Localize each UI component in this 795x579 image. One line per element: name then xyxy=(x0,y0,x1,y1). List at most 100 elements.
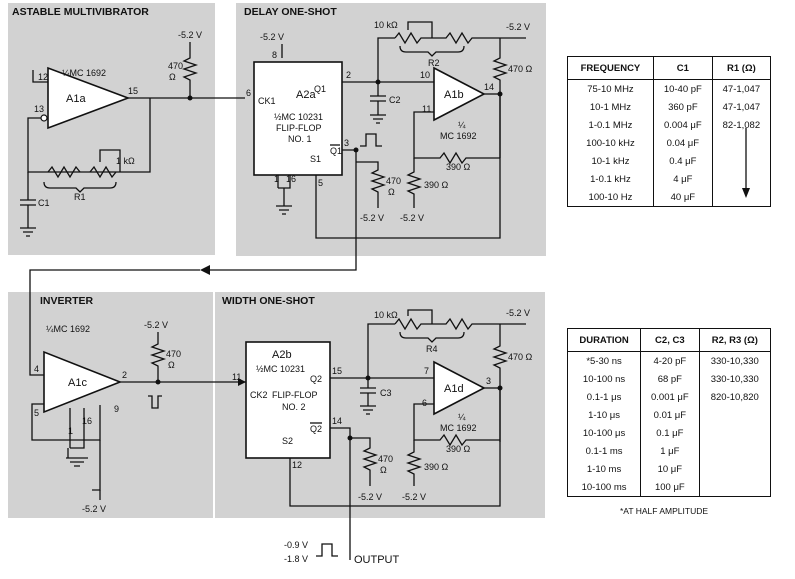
table-cell xyxy=(699,460,770,478)
width-r4 xyxy=(394,317,500,331)
delay-qbar-node xyxy=(353,147,359,153)
output-v-high: -0.9 V xyxy=(284,540,308,550)
width-pin11: 11 xyxy=(232,372,241,382)
delay-c2 xyxy=(370,82,386,115)
delay-pin14: 14 xyxy=(484,82,494,92)
inverter-supply: -5.2 V xyxy=(144,320,168,330)
width-r4-wiper xyxy=(407,309,433,324)
inverter-bg xyxy=(8,292,213,518)
dur-header-r: R2, R3 (Ω) xyxy=(699,328,771,352)
table-cell: 100-10 Hz xyxy=(567,188,654,207)
width-s: S2 xyxy=(282,436,293,446)
inverter-chip: ¼MC 1692 xyxy=(46,324,90,334)
table-cell: 0.1-1 μs xyxy=(567,388,642,406)
width-supply-b2: -5.2 V xyxy=(402,492,426,502)
inverter-pin5: 5 xyxy=(34,408,39,418)
table-cell: 0.004 μF xyxy=(653,116,713,134)
width-r390: 390 Ω xyxy=(446,444,471,454)
table-cell: 10 μF xyxy=(640,460,700,478)
table-cell: 0.1-1 ms xyxy=(567,442,642,460)
delay-r470b xyxy=(356,161,387,208)
delay-r390-fb xyxy=(413,111,500,165)
width-pot: 10 kΩ xyxy=(374,310,398,320)
width-qbar-wire xyxy=(330,427,351,528)
table-cell: 1-0.1 MHz xyxy=(567,116,654,134)
delay-r2 xyxy=(394,31,500,45)
delay-r470b-label: 470 xyxy=(386,176,401,186)
width-pin15: 15 xyxy=(332,366,342,376)
width-amp: A2b xyxy=(272,349,292,361)
delay-pin2: 2 xyxy=(346,70,351,80)
inverter-r470-label: 470 xyxy=(166,349,181,359)
delay-amp: A2a xyxy=(296,89,316,101)
astable-r470-label: 470 xyxy=(168,61,183,71)
width-q: Q2 xyxy=(310,374,322,384)
inverter-pin16: 16 xyxy=(82,416,92,426)
astable-ground xyxy=(20,227,36,237)
delay-s: S1 xyxy=(310,154,321,164)
astable-chip: ¼MC 1692 xyxy=(62,68,106,78)
table-cell: 1-10 μs xyxy=(567,406,642,424)
delay-r470b-unit: Ω xyxy=(388,187,395,197)
astable-r470-unit: Ω xyxy=(169,72,176,82)
dur-header-duration: DURATION xyxy=(567,328,642,352)
table-cell xyxy=(699,406,770,424)
table-cell: 4 μF xyxy=(653,170,713,188)
table-cell: 47-1,047 xyxy=(722,101,761,113)
astable-pot-label: 1 kΩ xyxy=(116,156,135,166)
table-cell: 100 μF xyxy=(640,478,700,497)
delay-pin6: 6 xyxy=(246,88,251,98)
delay-pot: 10 kΩ xyxy=(374,20,398,30)
width-pin14: 14 xyxy=(332,416,342,426)
width-r390b-label: 390 Ω xyxy=(424,462,449,472)
delay-amp2-chip2: MC 1692 xyxy=(440,131,477,141)
width-r470b-label: 470 xyxy=(378,454,393,464)
delay-pin5: 5 xyxy=(318,178,323,188)
astable-c1 xyxy=(20,172,36,228)
table-cell: 4-20 pF xyxy=(640,351,700,370)
width-c3 xyxy=(360,378,376,406)
width-c3-label: C3 xyxy=(380,388,392,398)
width-r470-label: 470 Ω xyxy=(508,352,533,362)
width-pin3: 3 xyxy=(486,376,491,386)
table-cell xyxy=(712,170,770,188)
delay-r390b xyxy=(405,158,423,208)
table-cell xyxy=(699,478,770,497)
astable-supply: -5.2 V xyxy=(178,30,202,40)
table-cell: 10-1 MHz xyxy=(567,98,654,116)
amp-a1a xyxy=(47,66,131,130)
width-qbar: Q2 xyxy=(310,424,322,434)
astable-r470 xyxy=(181,42,199,98)
delay-qbar: Q1 xyxy=(330,146,342,156)
delay-title: DELAY ONE-SHOT xyxy=(244,6,337,18)
delay-supply-b1: -5.2 V xyxy=(360,213,384,223)
astable-c1-label: C1 xyxy=(38,198,50,208)
inverter-r470-unit: Ω xyxy=(168,360,175,370)
delay-ground xyxy=(276,175,292,215)
output-v-low: -1.8 V xyxy=(284,554,308,564)
delay-pulse-icon xyxy=(360,133,382,147)
table-cell: 10-100 ns xyxy=(567,370,642,388)
delay-r470-label: 470 Ω xyxy=(508,64,533,74)
delay-pin3: 3 xyxy=(344,138,349,148)
table-cell: 82-1,082 xyxy=(722,119,761,131)
inverter-pin9: 9 xyxy=(114,404,119,414)
table-cell: 10-100 μs xyxy=(567,424,642,442)
width-title: WIDTH ONE-SHOT xyxy=(222,295,315,307)
inverter-supply-b: -5.2 V xyxy=(82,504,106,514)
delay-c2-label: C2 xyxy=(389,95,401,105)
inverter-pin2: 2 xyxy=(122,370,127,380)
table-cell: 1 μF xyxy=(640,442,700,460)
delay-s-wire xyxy=(315,94,501,239)
delay-r390b-label: 390 Ω xyxy=(424,180,449,190)
table-cell: 75-10 MHz xyxy=(567,79,654,98)
width-pin6: 6 xyxy=(422,398,427,408)
width-r4-label: R4 xyxy=(426,344,438,354)
